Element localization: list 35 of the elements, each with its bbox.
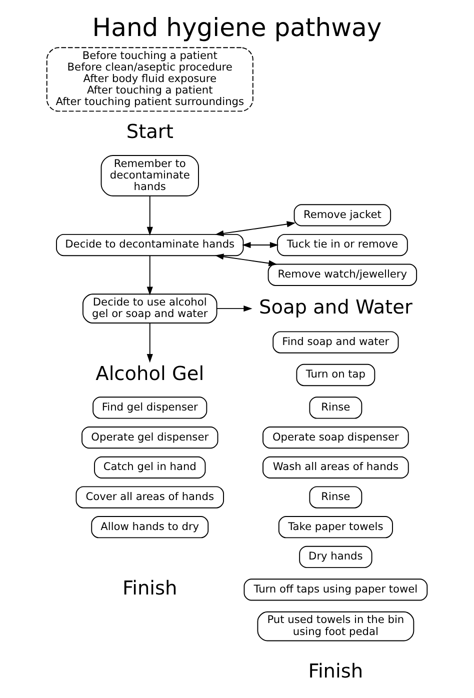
node-box: Decide to decontaminate hands xyxy=(56,234,244,256)
label: Start xyxy=(126,120,174,144)
label: Finish xyxy=(308,659,364,682)
node-box: Allow hands to dry xyxy=(91,516,209,538)
node-box: Put used towels in the bin using foot pedal xyxy=(257,611,414,642)
node-box: Remove jacket xyxy=(294,204,392,226)
node-box: Turn on tap xyxy=(296,364,376,386)
arrow xyxy=(214,254,278,266)
node-box: Catch gel in hand xyxy=(94,456,206,478)
node-box: Decide to use alcohol gel or soap and water xyxy=(82,294,218,324)
arrow xyxy=(214,221,296,236)
node-text: Alcohol Gel xyxy=(96,362,204,385)
node-text: Soap and Water xyxy=(258,295,412,318)
node-box: Remove watch/jewellery xyxy=(268,264,418,286)
arrow xyxy=(242,242,279,248)
arrow xyxy=(146,322,153,363)
node-box: Cover all areas of hands xyxy=(76,486,224,508)
node-box: Operate soap dispenser xyxy=(262,426,409,449)
node-box: Operate gel dispenser xyxy=(82,426,218,449)
node-box: Rinse xyxy=(309,396,362,419)
node-box: Dry hands xyxy=(299,546,372,568)
node-box: Find soap and water xyxy=(272,331,399,354)
node-box: Wash all areas of hands xyxy=(262,456,409,478)
arrow xyxy=(146,255,153,296)
node-box: Turn off taps using paper towel xyxy=(244,578,428,601)
node-box: Rinse xyxy=(309,486,362,508)
node-box: Find gel dispenser xyxy=(92,396,208,419)
node-box: Tuck tie in or remove xyxy=(276,234,408,256)
arrow xyxy=(216,306,252,312)
label: Finish xyxy=(122,576,178,600)
diagram-title: Hand hygiene pathway xyxy=(92,12,382,42)
arrow xyxy=(146,196,153,236)
node-box: Take paper towels xyxy=(278,516,393,538)
node-box: Remember to decontaminate hands xyxy=(100,155,199,196)
node-box: Before touching a patient Before clean/aseptic procedure After body fluid exposure After touching a patient After touching patient surroundings xyxy=(46,47,254,112)
